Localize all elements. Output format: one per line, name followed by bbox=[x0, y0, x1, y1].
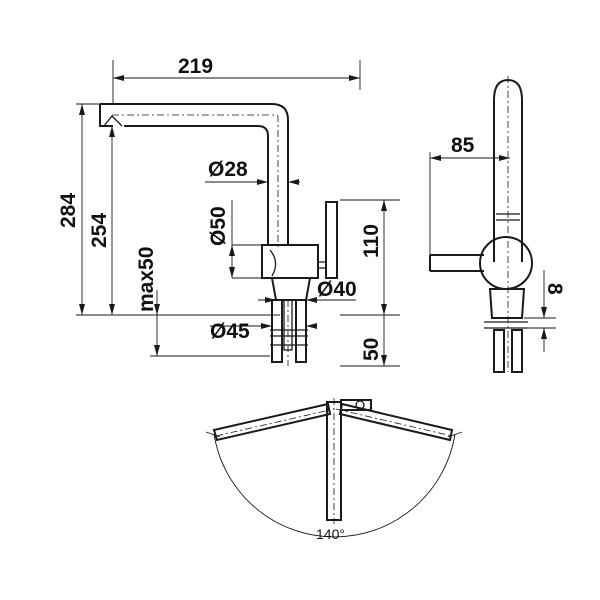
dim-height-284: 284 bbox=[57, 193, 80, 228]
dim-dia40: Ø40 bbox=[317, 278, 357, 301]
side-view: 85 8 bbox=[429, 76, 566, 373]
swivel-angle-140: 140° bbox=[316, 526, 345, 542]
dim-dia50: Ø50 bbox=[207, 206, 230, 246]
dim-height-50: 50 bbox=[360, 338, 383, 361]
top-view: 140° bbox=[205, 398, 463, 542]
dim-reach-85: 85 bbox=[451, 134, 475, 157]
dim-gap-8: 8 bbox=[543, 283, 566, 295]
dim-dia45: Ø45 bbox=[210, 320, 250, 343]
dim-max50: max50 bbox=[135, 247, 158, 312]
front-view: 219 284 254 max50 Ø28 Ø50 110 Ø40 Ø45 50 bbox=[57, 55, 400, 367]
dim-width-219: 219 bbox=[178, 55, 213, 78]
dim-dia28: Ø28 bbox=[208, 158, 248, 181]
dim-height-110: 110 bbox=[360, 224, 383, 258]
dim-height-254: 254 bbox=[88, 213, 111, 248]
